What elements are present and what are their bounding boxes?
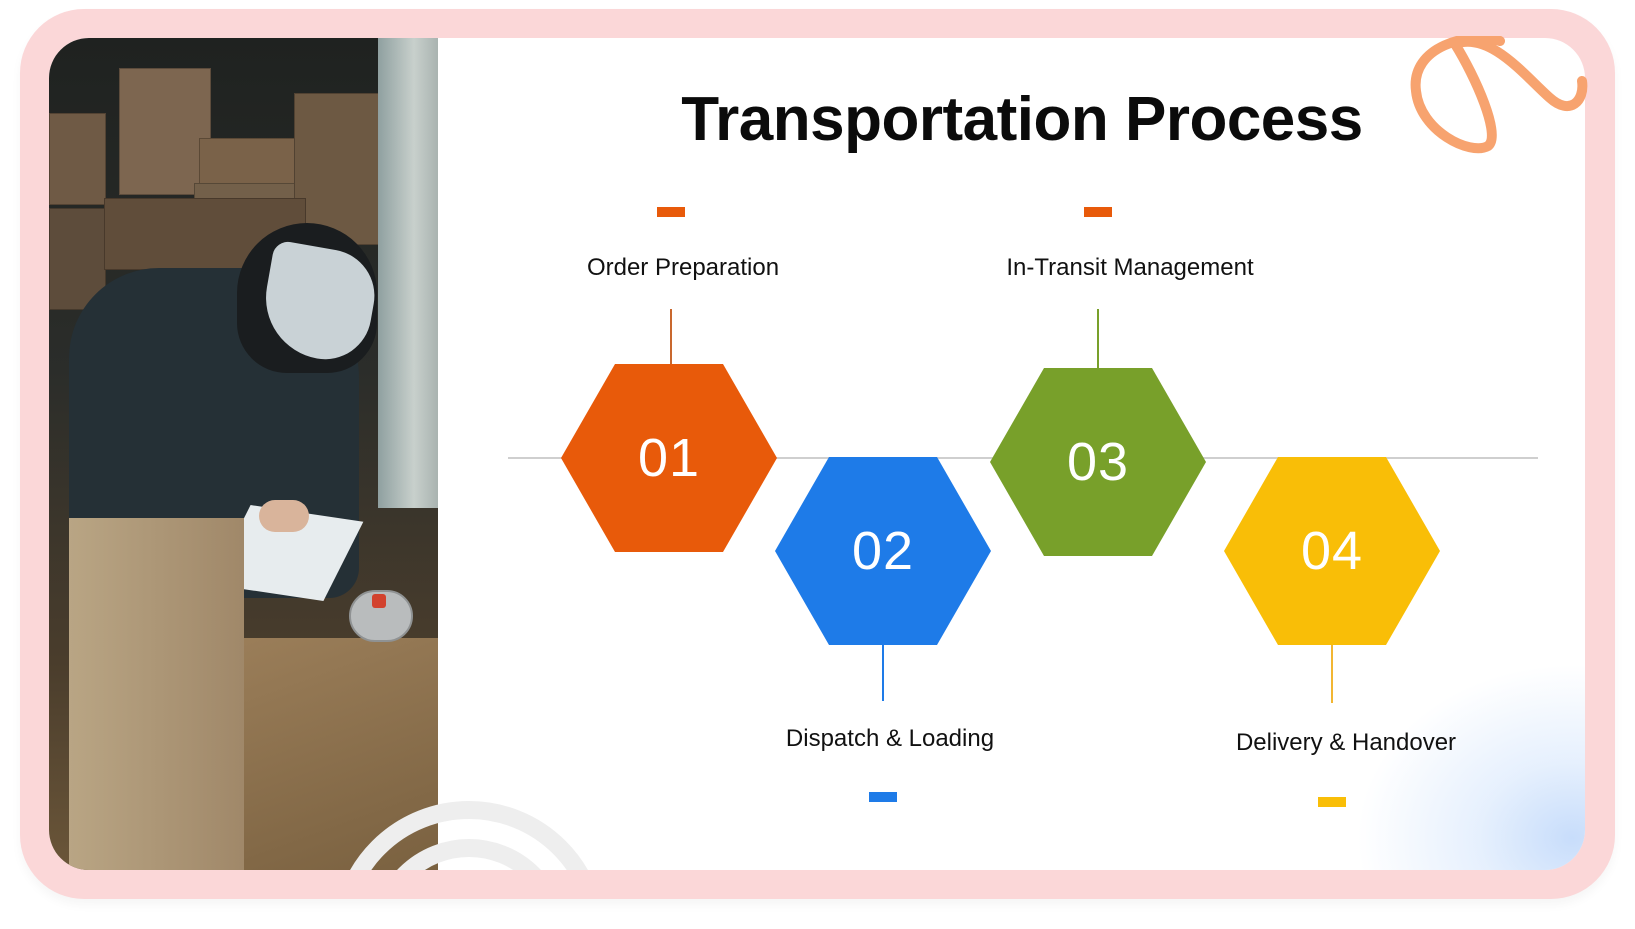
step-04-connector	[1331, 645, 1333, 703]
step-03-hexagon: 03	[990, 368, 1206, 556]
step-03-connector	[1097, 309, 1099, 369]
step-04-number: 04	[1300, 521, 1364, 581]
step-01-dash	[657, 207, 685, 217]
step-04-hexagon: 04	[1224, 457, 1440, 645]
step-02-label: Dispatch & Loading	[785, 725, 995, 752]
squiggle-decoration	[1410, 36, 1588, 154]
step-04-dash	[1318, 797, 1346, 807]
step-03-number: 03	[1066, 432, 1130, 492]
step-02-number: 02	[851, 521, 915, 581]
van-door	[378, 38, 438, 508]
page-title: Transportation Process	[681, 85, 1363, 154]
step-04-label: Delivery & Handover	[1235, 729, 1457, 756]
step-03-label: In-Transit Management	[1006, 254, 1254, 281]
worker-photo	[49, 38, 438, 870]
step-01-number: 01	[637, 428, 701, 488]
step-03-dash	[1084, 207, 1112, 217]
decorative-arcs	[350, 801, 588, 870]
step-02-hexagon: 02	[775, 457, 991, 645]
blue-glow	[1349, 658, 1585, 870]
step-01-label: Order Preparation	[586, 254, 780, 281]
step-01-hexagon: 01	[561, 364, 777, 552]
step-02-connector	[882, 645, 884, 701]
step-02-dash	[869, 792, 897, 802]
slide-panel	[49, 38, 1585, 870]
step-01-connector	[670, 309, 672, 365]
